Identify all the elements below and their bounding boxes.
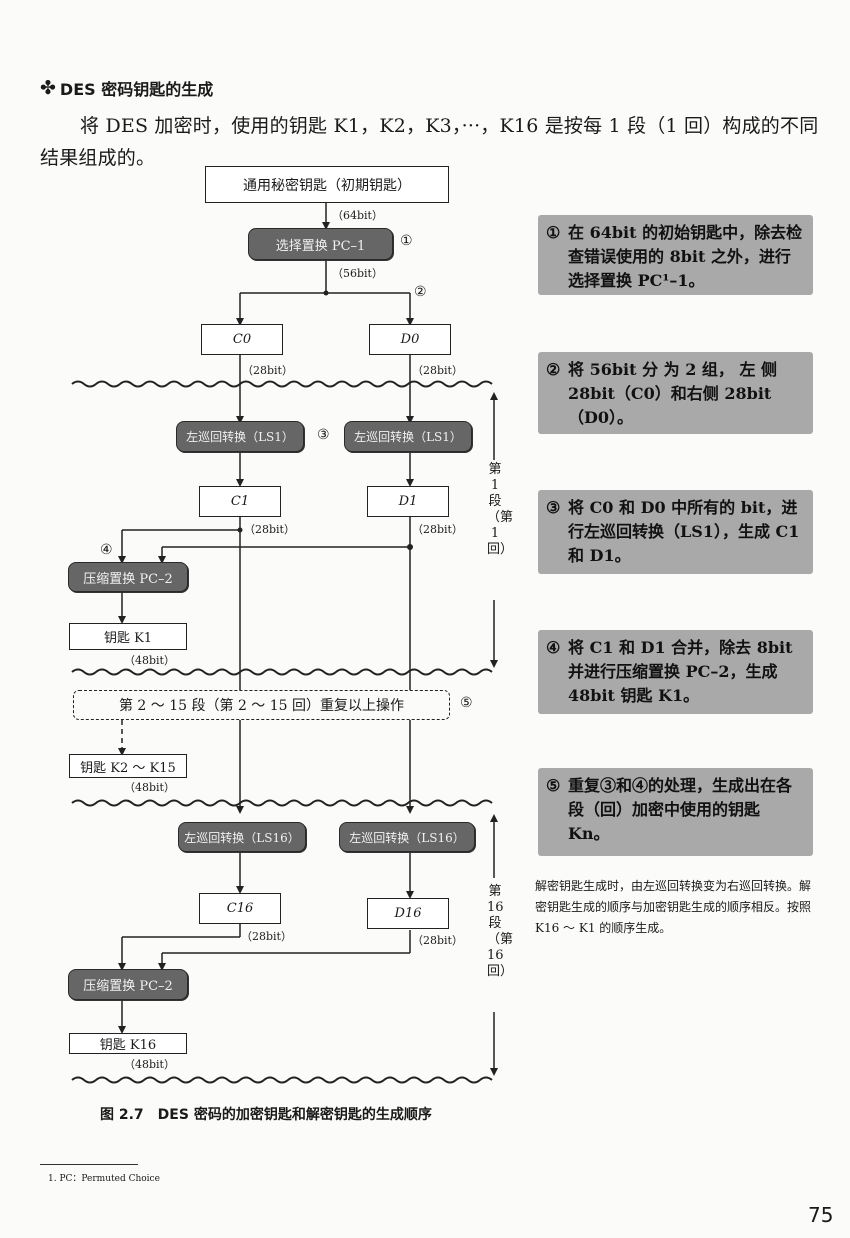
section-heading: ✤ DES 密码钥匙的生成: [40, 76, 213, 100]
pc2-box-round1: 压缩置换 PC–2: [68, 562, 188, 592]
note-1-text: 在 64bit 的初始钥匙中，除去检查错误使用的 8bit 之外，进行选择置换 …: [568, 223, 803, 290]
step-5-marker: ⑤: [460, 695, 473, 711]
note-2: ② 将 56bit 分 为 2 组， 左 侧 28bit（C0）和右侧 28bi…: [538, 352, 813, 434]
footnote-divider: [40, 1164, 138, 1165]
key-k16-box: 钥匙 K16: [69, 1033, 187, 1054]
ls1-right-box: 左巡回转换（LS1）: [344, 421, 472, 452]
stage-16-label: 第16段（第16回）: [487, 884, 513, 1006]
step-4-marker: ④: [100, 542, 113, 558]
repeat-steps-box: 第 2 ～ 15 段（第 2 ～ 15 回）重复以上操作: [73, 690, 450, 720]
section-heading-text: DES 密码钥匙的生成: [59, 80, 214, 99]
d16-box: D16: [367, 898, 449, 929]
note-5-number: ⑤: [546, 776, 561, 795]
note-2-text: 将 56bit 分 为 2 组， 左 侧 28bit（C0）和右侧 28bit（…: [568, 360, 778, 427]
decryption-note: 解密钥匙生成时，由左巡回转换变为右巡回转换。解密钥匙生成的顺序与加密钥匙生成的顺…: [535, 879, 812, 935]
note-4-number: ④: [546, 638, 561, 657]
step-3-marker: ③: [317, 427, 330, 443]
figure-caption: 图 2.7 DES 密码的加密钥匙和解密钥匙的生成顺序: [100, 1107, 432, 1123]
note-3-number: ③: [546, 498, 561, 517]
ls16-right-box: 左巡回转换（LS16）: [339, 822, 475, 852]
step-2-marker: ②: [414, 284, 427, 300]
note-2-number: ②: [546, 360, 561, 379]
bits-64-label: （64bit）: [332, 209, 383, 222]
bits-56-label: （56bit）: [332, 267, 383, 280]
note-1: ① 在 64bit 的初始钥匙中，除去检查错误使用的 8bit 之外，进行选择置…: [538, 215, 813, 295]
c16-box: C16: [199, 893, 281, 924]
bits-28-c0-label: （28bit）: [242, 364, 293, 377]
note-3: ③ 将 C0 和 D0 中所有的 bit，进行左巡回转换（LS1），生成 C1 …: [538, 490, 813, 574]
note-4-text: 将 C1 和 D1 合并，除去 8bit 并进行压缩置换 PC–2，生成 48b…: [568, 638, 793, 705]
bits-28-d1-label: （28bit）: [412, 523, 463, 536]
intro-paragraph: 将 DES 加密时，使用的钥匙 K1，K2，K3，···，K16 是按每 1 段…: [40, 115, 819, 169]
bits-48-k2-k15-label: （48bit）: [124, 781, 175, 794]
note-4: ④ 将 C1 和 D1 合并，除去 8bit 并进行压缩置换 PC–2，生成 4…: [538, 630, 813, 714]
key-k2-k15-box: 钥匙 K2 ～ K15: [69, 754, 187, 778]
footnote: 1. PC：Permuted Choice: [48, 1174, 160, 1184]
bits-28-d0-label: （28bit）: [412, 364, 463, 377]
bits-28-d16-label: （28bit）: [412, 934, 463, 947]
bits-28-c16-label: （28bit）: [241, 930, 292, 943]
note-1-number: ①: [546, 223, 561, 242]
pc1-box: 选择置换 PC–1: [248, 228, 393, 260]
page-number: 75: [808, 1203, 834, 1227]
step-1-marker: ①: [400, 233, 413, 249]
stage-1-label: 第1段（第1回）: [487, 462, 513, 598]
note-5: ⑤ 重复③和④的处理，生成出在各段（回）加密中使用的钥匙 Kn。: [538, 768, 813, 856]
ls1-left-box: 左巡回转换（LS1）: [176, 421, 304, 452]
c0-box: C0: [201, 324, 283, 355]
note-3-text: 将 C0 和 D0 中所有的 bit，进行左巡回转换（LS1），生成 C1 和 …: [568, 498, 800, 565]
c1-box: C1: [199, 486, 281, 517]
bits-48-k16-label: （48bit）: [124, 1058, 175, 1071]
note-5-text: 重复③和④的处理，生成出在各段（回）加密中使用的钥匙 Kn。: [568, 776, 793, 843]
bits-48-k1-label: （48bit）: [124, 654, 175, 667]
d0-box: D0: [369, 324, 451, 355]
ls16-left-box: 左巡回转换（LS16）: [178, 822, 306, 852]
d1-box: D1: [367, 486, 449, 517]
initial-key-box: 通用秘密钥匙（初期钥匙）: [205, 166, 449, 203]
pc2-box-round16: 压缩置换 PC–2: [68, 969, 188, 1000]
key-k1-box: 钥匙 K1: [69, 623, 187, 650]
bits-28-c1-label: （28bit）: [244, 523, 295, 536]
four-leaf-clover-icon: ✤: [40, 76, 56, 99]
